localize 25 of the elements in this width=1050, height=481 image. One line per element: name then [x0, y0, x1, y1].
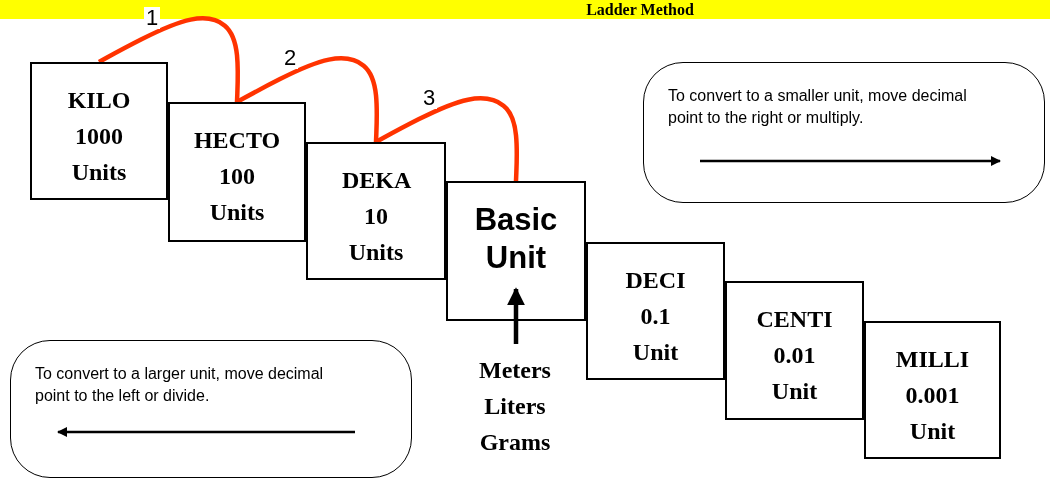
edge-label: 3 — [421, 87, 438, 109]
unit-label: CENTI 0.01 Unit — [756, 305, 833, 406]
arrow — [507, 287, 525, 344]
unit-box — [30, 62, 168, 200]
edge-label: 2 — [282, 47, 299, 69]
unit-box — [446, 181, 586, 321]
unit-label: Basic Unit — [474, 201, 558, 277]
unit-label: To convert to a larger unit, move decimal point to the left or divide. — [35, 364, 325, 406]
unit-label: KILO 1000 Units — [67, 86, 131, 187]
rounded-note-box — [643, 62, 1045, 203]
unit-label: To convert to a smaller unit, move decimal point to the right or multiply. — [668, 86, 968, 128]
unit-box — [306, 142, 446, 280]
unit-box — [725, 281, 864, 420]
unit-label: DEKA 10 Units — [342, 166, 410, 267]
rounded-note-box — [10, 340, 412, 478]
unit-label: HECTO 100 Units — [193, 126, 281, 227]
unit-box — [168, 102, 306, 242]
unit-label: DECI 0.1 Unit — [625, 266, 686, 367]
unit-names-label: Meters Liters Grams — [478, 356, 552, 457]
unit-label: MILLI 0.001 Unit — [895, 345, 970, 446]
unit-box — [864, 321, 1001, 459]
edge-label: 1 — [144, 7, 161, 29]
title: Ladder Method — [586, 1, 694, 18]
connector-arc — [97, 16, 241, 103]
unit-box — [586, 242, 725, 380]
